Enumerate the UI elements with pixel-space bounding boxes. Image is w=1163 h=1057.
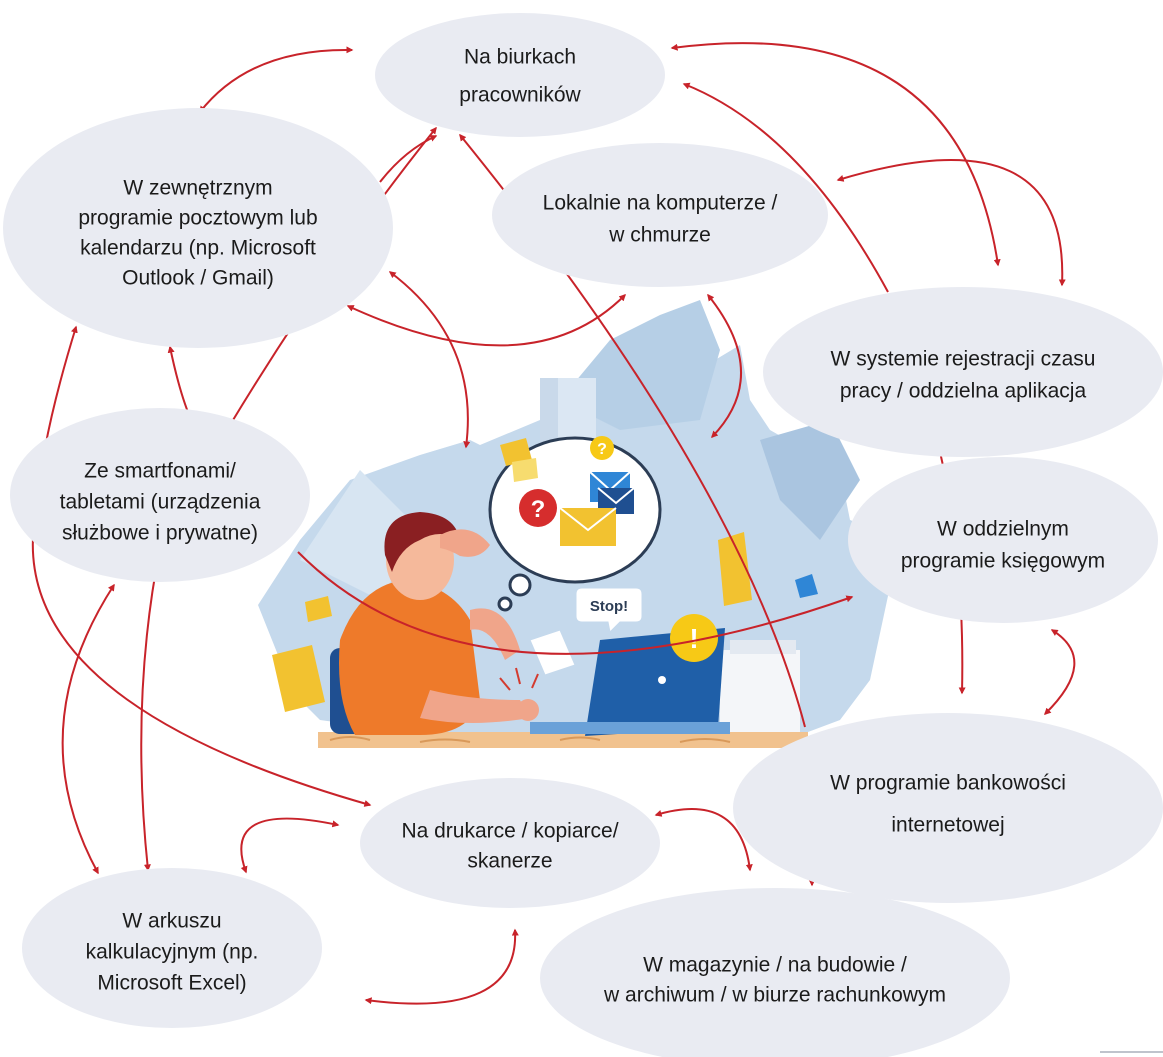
central-illustration: ! Stop! ? ?: [258, 300, 900, 748]
arrow-lokalnie-illustration: [707, 293, 742, 439]
node-label-line: W systemie rejestracji czasu: [831, 348, 1096, 371]
arrow-smartfony-ksiegowy: [297, 551, 854, 655]
node-label-line: w archiwum / w biurze rachunkowym: [603, 984, 946, 1007]
node-program-pocztowy: W zewnętrznym programie pocztowym lub kale…: [3, 108, 393, 348]
node-ellipse: [763, 287, 1163, 457]
person-hand-on-head: [440, 529, 490, 557]
question-badge-small: [590, 436, 614, 460]
flying-note: [272, 645, 325, 712]
node-ellipse: [375, 13, 665, 137]
node-label-line: W oddzielnym: [937, 518, 1069, 541]
node-label-line: skanerze: [467, 850, 552, 873]
arrow-biurka-pocztowy: [199, 46, 354, 114]
arrow-rejestracja-biurka: [682, 82, 889, 293]
node-label-line: służbowe i prywatne): [62, 522, 258, 545]
node-label-line: kalkulacyjnym (np.: [86, 941, 259, 964]
person-hair: [384, 512, 460, 572]
node-biurka: Na biurkach pracowników: [375, 13, 665, 137]
node-label-line: W programie bankowości: [830, 772, 1066, 795]
flying-note: [718, 532, 752, 606]
question-badge-text: ?: [531, 496, 546, 523]
arrow-arkusz-smartfony: [61, 583, 115, 875]
arrow-smartfony-arkusz: [140, 547, 161, 872]
nodes: Na biurkach pracowników W zewnętrznym progr…: [3, 13, 1163, 1057]
node-bankowosc: W programie bankowości internetowej: [733, 713, 1163, 903]
arrow-ksiegowy-bankowosc: [1044, 629, 1076, 715]
arrow-drukarka-arkusz: [240, 817, 340, 874]
node-label-line: Microsoft Excel): [97, 972, 246, 995]
alert-badge: [670, 614, 718, 662]
node-ellipse: [492, 143, 828, 287]
node-ellipse: [540, 888, 1010, 1057]
node-ellipse: [10, 408, 310, 582]
node-ellipse: [848, 457, 1158, 623]
arrow-drukarka-magazyn: [654, 808, 753, 872]
node-label-line: pracy / oddzielna aplikacja: [840, 380, 1087, 403]
desk-grain: [329, 736, 731, 743]
flying-note: [500, 438, 532, 466]
node-rejestracja-czasu: W systemie rejestracji czasu pracy / oddz…: [763, 287, 1163, 457]
arrow-pocztowy-illustration: [388, 271, 471, 449]
flying-note: [305, 596, 332, 622]
paper-pile: [720, 650, 800, 735]
stress-lines: [499, 667, 539, 691]
laptop-base: [530, 722, 730, 734]
stop-bubble: [575, 587, 643, 634]
illustration-backdrop-shard: [560, 300, 720, 430]
arrow-smartfony-pocztowy: [44, 325, 78, 449]
node-label-line: pracowników: [459, 84, 581, 107]
node-program-ksiegowy: W oddzielnym programie księgowym: [848, 457, 1158, 623]
node-label-line: kalendarzu (np. Microsoft: [80, 237, 316, 260]
node-label-line: Na biurkach: [464, 46, 576, 69]
node-magazyn: W magazynie / na budowie / w archiwum / w…: [540, 888, 1010, 1057]
alert-badge-text: !: [689, 623, 698, 654]
node-label-line: Outlook / Gmail): [122, 267, 274, 290]
person-raised-arm: [470, 608, 520, 660]
flying-note: [529, 629, 576, 676]
connector-arrows: [31, 42, 1076, 1005]
thought-dot-small: [497, 596, 513, 612]
stop-bubble-text: Stop!: [590, 598, 628, 615]
question-badge: [519, 489, 557, 527]
node-arkusz: W arkuszu kalkulacyjnym (np. Microsoft Exc…: [22, 868, 322, 1028]
node-label-line: W magazynie / na budowie /: [643, 954, 907, 977]
node-label-line: Na drukarce / kopiarce/: [401, 820, 618, 843]
node-label-line: Ze smartfonami/: [84, 460, 236, 483]
arrow-magazyn-arkusz: [364, 928, 519, 1005]
arrow-pocztowy-lokalnie: [346, 294, 626, 347]
flying-note: [512, 458, 538, 482]
node-ellipse: [22, 868, 322, 1028]
flying-note: [795, 574, 818, 598]
node-label-line: programie pocztowym lub: [78, 207, 317, 230]
illustration-backdrop-shard-3: [760, 420, 860, 540]
node-ellipse: [733, 713, 1163, 903]
node-label-line: Lokalnie na komputerze /: [543, 192, 778, 215]
node-ellipse: [3, 108, 393, 348]
person-fist: [517, 699, 539, 721]
node-label-line: W zewnętrznym: [123, 177, 272, 200]
node-lokalnie: Lokalnie na komputerze / w chmurze: [492, 143, 828, 287]
question-badge-small-text: ?: [597, 441, 607, 458]
node-label-line: w chmurze: [608, 224, 711, 247]
paper-pile-top: [730, 640, 796, 654]
node-smartfony: Ze smartfonami/tabletami (urządzenia służ…: [10, 408, 310, 582]
laptop-logo: [658, 676, 666, 684]
node-drukarka: Na drukarce / kopiarce/skanerze: [360, 778, 660, 908]
node-label-line: W arkuszu: [122, 910, 221, 933]
node-ellipse: [360, 778, 660, 908]
arrow-lokalnie-rejestracja: [836, 159, 1066, 287]
envelope-icon: [559, 507, 617, 546]
thought-dot-large: [508, 573, 532, 597]
arrow-pocztowy-biurka: [379, 135, 438, 183]
node-label-line: tabletami (urządzenia: [60, 491, 261, 514]
node-label-line: internetowej: [891, 814, 1004, 837]
person-forearm: [420, 690, 530, 723]
node-label-line: programie księgowym: [901, 550, 1105, 573]
